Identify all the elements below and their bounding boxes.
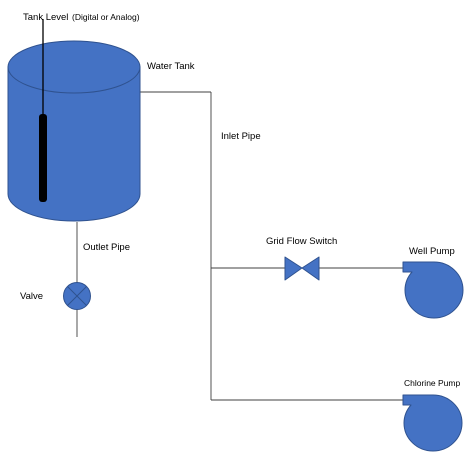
tank-level-sensor-probe (39, 114, 47, 202)
grid-flow-switch-label: Grid Flow Switch (266, 236, 337, 247)
valve-label: Valve (20, 291, 43, 302)
chlorine-pump (402, 394, 463, 452)
diagram-labels: Tank Level (Digital or Analog) Water Tan… (20, 12, 460, 388)
well-pump-label: Well Pump (409, 246, 455, 257)
chlorine-pump-label: Chlorine Pump (404, 378, 460, 388)
valve-cross-line-2 (67, 286, 87, 306)
water-tank-top (7, 40, 141, 94)
tank-level-type-label: (Digital or Analog) (72, 12, 140, 22)
outlet-valve (63, 282, 91, 310)
well-pump (402, 261, 464, 319)
chlorine-pump-icon (402, 394, 463, 452)
outlet-pipe-label: Outlet Pipe (83, 242, 130, 253)
water-tank (7, 40, 141, 222)
inlet-pipe-label: Inlet Pipe (221, 131, 261, 142)
tank-level-label: Tank Level (23, 12, 68, 23)
water-tank-label: Water Tank (147, 61, 195, 72)
grid-flow-switch (284, 256, 320, 281)
well-pump-icon (402, 261, 464, 319)
flow-switch-icon (284, 256, 320, 281)
pipe-network (76, 91, 405, 401)
tank-level-sensor (39, 19, 47, 202)
